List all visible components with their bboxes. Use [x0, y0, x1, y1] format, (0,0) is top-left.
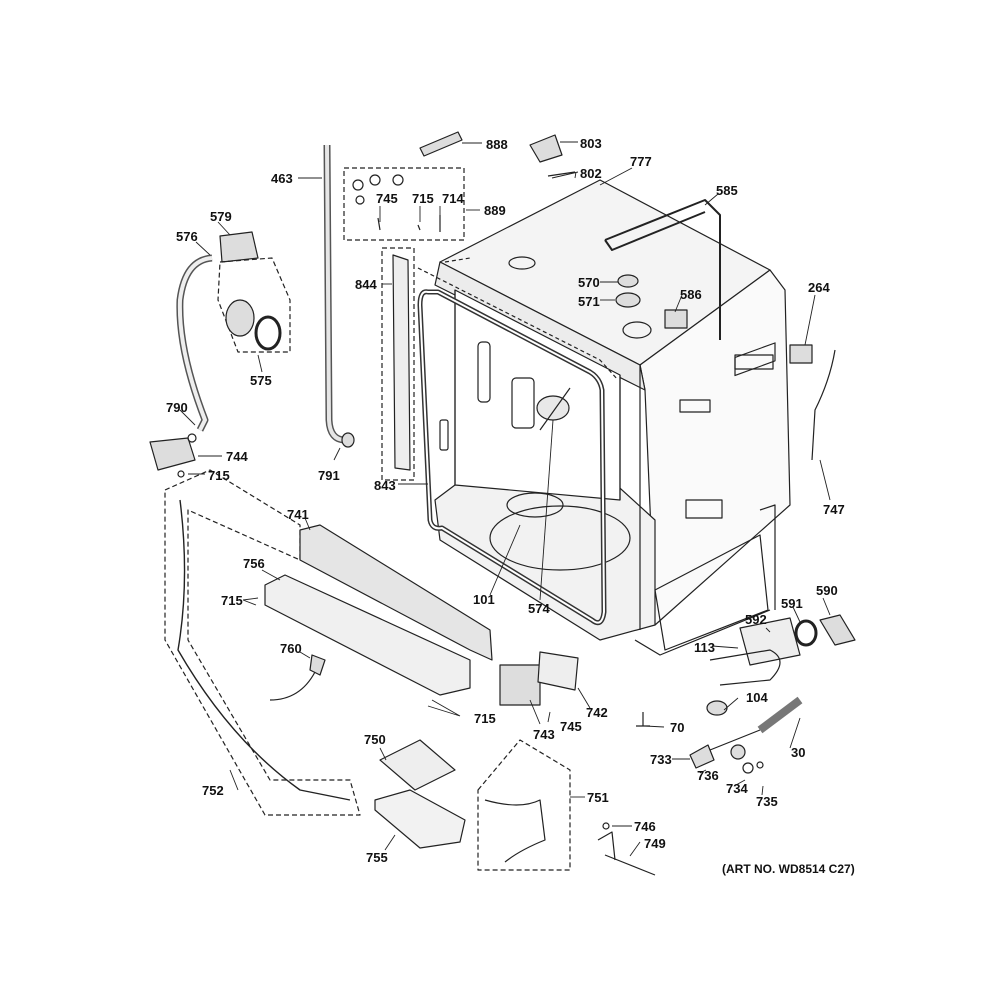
part-label-113: 113	[694, 640, 715, 655]
part-label-745a: 745	[376, 191, 398, 206]
module-743	[499, 664, 541, 706]
side-seal-strip	[392, 254, 411, 471]
part-label-715d: 715	[474, 711, 496, 726]
part-label-70: 70	[670, 720, 685, 735]
part-label-752: 752	[202, 783, 224, 798]
part-label-715c: 715	[221, 593, 243, 608]
part-label-570: 570	[578, 275, 600, 290]
fill-funnel	[615, 274, 641, 308]
part-label-791: 791	[318, 468, 340, 483]
vent-part	[664, 309, 688, 329]
part-label-844: 844	[355, 277, 377, 292]
part-label-746: 746	[634, 819, 656, 834]
part-label-463: 463	[271, 171, 293, 186]
part-label-889: 889	[484, 203, 506, 218]
part-733	[689, 744, 715, 769]
upper-trim	[299, 524, 493, 661]
foot-bracket	[739, 617, 801, 666]
part-label-743: 743	[533, 727, 555, 742]
part-label-714: 714	[442, 191, 464, 206]
part-label-30: 30	[791, 745, 806, 760]
part-label-715b: 715	[208, 468, 230, 483]
part-label-736: 736	[697, 768, 719, 783]
part-label-802: 802	[580, 166, 602, 181]
part-label-745b: 745	[560, 719, 582, 734]
part-label-777: 777	[630, 154, 652, 169]
part-label-576: 576	[176, 229, 198, 244]
part-label-749: 749	[644, 836, 666, 851]
board-housing	[374, 789, 466, 849]
part-label-591: 591	[781, 596, 803, 611]
part-label-715a: 715	[412, 191, 434, 206]
part-label-571: 571	[578, 294, 600, 309]
part-label-790: 790	[166, 400, 188, 415]
part-label-747: 747	[823, 502, 845, 517]
part-label-574: 574	[528, 601, 550, 616]
part-label-579: 579	[210, 209, 232, 224]
top-rail	[604, 199, 721, 340]
part-label-741: 741	[287, 507, 309, 522]
cap-104	[706, 700, 728, 716]
part-label-750: 750	[364, 732, 386, 747]
part-label-751: 751	[587, 790, 609, 805]
screw-70	[636, 712, 650, 727]
control-board	[379, 739, 456, 791]
part-760	[309, 654, 326, 676]
part-label-744: 744	[226, 449, 248, 464]
part-label-585: 585	[716, 183, 738, 198]
part-label-101: 101	[473, 592, 495, 607]
harness-751-outline	[477, 739, 571, 871]
part-label-756: 756	[243, 556, 265, 571]
wheel-591	[794, 619, 818, 647]
part-749	[597, 831, 656, 876]
part-label-803: 803	[580, 136, 602, 151]
sump-bracket	[219, 231, 259, 263]
harness-outline	[164, 469, 361, 816]
part-label-755: 755	[366, 850, 388, 865]
art-number: (ART NO. WD8514 C27)	[722, 862, 855, 876]
leveling-leg	[819, 614, 856, 646]
hardware-bag-outline	[343, 167, 465, 241]
circulation-pump	[149, 437, 196, 471]
washer-734	[742, 762, 754, 774]
part-label-888: 888	[486, 137, 508, 152]
part-label-734: 734	[726, 781, 748, 796]
part-label-264: 264	[808, 280, 830, 295]
pulley-736	[730, 744, 746, 760]
part-label-760: 760	[280, 641, 302, 656]
bracket-888	[419, 131, 463, 157]
part-label-843: 843	[374, 478, 396, 493]
part-label-592: 592	[745, 612, 767, 627]
part-label-586: 586	[680, 287, 702, 302]
part-label-104: 104	[746, 690, 768, 705]
door-latch	[529, 134, 563, 163]
door-spring	[757, 696, 803, 734]
part-label-590: 590	[816, 583, 838, 598]
part-label-575: 575	[250, 373, 272, 388]
part-label-733: 733	[650, 752, 672, 767]
part-label-742: 742	[586, 705, 608, 720]
part-label-735: 735	[756, 794, 778, 809]
sensor-wire	[811, 349, 836, 461]
sensor-264	[789, 344, 813, 364]
leader-lines	[179, 141, 831, 857]
panel-742	[537, 651, 579, 691]
front-panel	[264, 574, 471, 696]
